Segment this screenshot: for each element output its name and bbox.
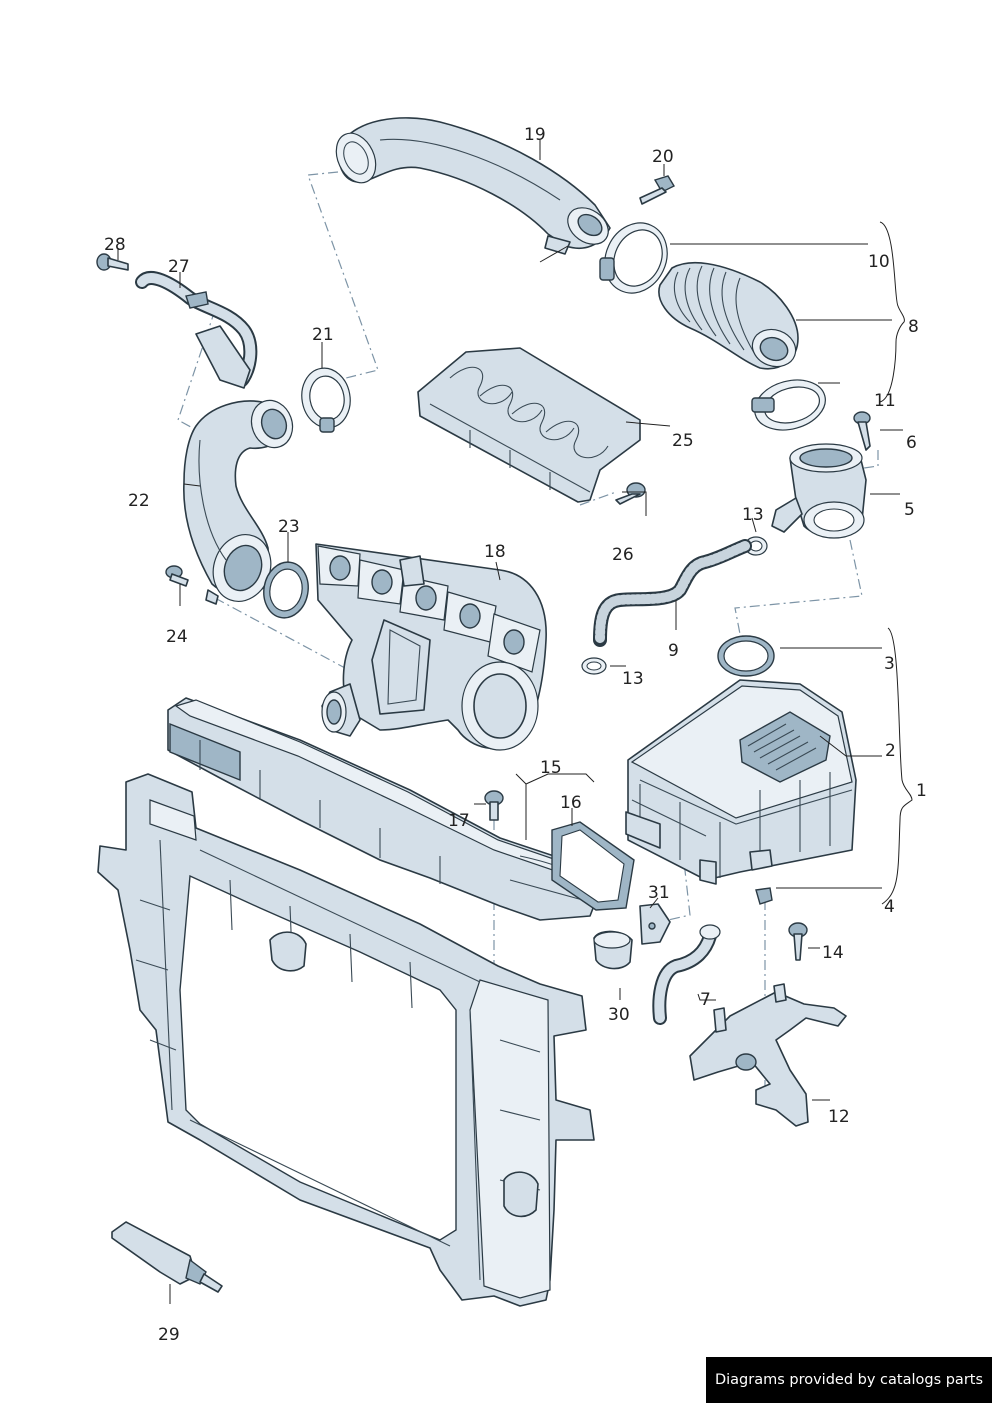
callout-1: 1 <box>916 781 927 801</box>
callout-12: 12 <box>828 1107 850 1127</box>
callout-2: 2 <box>885 741 896 761</box>
part-20-bolt <box>639 175 675 205</box>
part-6-bolt <box>853 411 871 451</box>
callout-27: 27 <box>168 257 190 277</box>
callout-17: 17 <box>448 811 470 831</box>
callout-15: 15 <box>540 758 562 778</box>
front-end-carrier <box>97 773 595 1307</box>
callout-13-lower: 13 <box>622 669 644 689</box>
part-27-pipe <box>135 271 258 389</box>
part-13-clamp-upper <box>744 536 768 556</box>
part-10-hose-clamp <box>599 222 668 294</box>
part-8-bellows-hose <box>658 262 799 370</box>
part-11-hose-clamp <box>751 379 826 431</box>
part-31-bracket <box>639 903 671 945</box>
callout-20: 20 <box>652 147 674 167</box>
part-30-clip <box>593 930 633 970</box>
callout-leaders <box>117 140 913 1304</box>
callout-22: 22 <box>128 491 150 511</box>
callout-10: 10 <box>868 252 890 272</box>
callout-16: 16 <box>560 793 582 813</box>
part-21-clamp <box>301 367 351 433</box>
part-7-drain-hose <box>652 924 721 1025</box>
part-12-bracket <box>689 983 847 1127</box>
part-18-turbocharger-manifold <box>315 543 547 751</box>
part-24-bolt <box>165 565 189 587</box>
callout-4: 4 <box>884 897 895 917</box>
callout-18: 18 <box>484 542 506 562</box>
callout-31: 31 <box>648 883 670 903</box>
part-5-inlet-connector <box>771 443 867 539</box>
callout-26: 26 <box>612 545 634 565</box>
part-19-charge-pipe <box>335 117 611 263</box>
part-9-breather-hose <box>593 539 752 647</box>
part-29-sealant-tube <box>111 1221 223 1293</box>
callout-21: 21 <box>312 325 334 345</box>
callout-6: 6 <box>906 433 917 453</box>
part-13-clamp-lower <box>581 657 607 675</box>
callout-13-upper: 13 <box>742 505 764 525</box>
callout-14: 14 <box>822 943 844 963</box>
part-15-air-duct <box>167 697 601 921</box>
part-1-air-filter-housing <box>625 679 857 885</box>
callout-24: 24 <box>166 627 188 647</box>
callout-19: 19 <box>524 125 546 145</box>
callout-7: 7 <box>700 990 711 1010</box>
callout-29: 29 <box>158 1325 180 1345</box>
callout-30: 30 <box>608 1005 630 1025</box>
callout-8: 8 <box>908 317 919 337</box>
part-4-grommet <box>755 887 773 905</box>
part-28-bolt <box>96 253 129 271</box>
part-14-bolt <box>788 922 808 961</box>
part-16-duct-seal <box>551 821 635 911</box>
part-3-o-ring <box>717 635 775 677</box>
callout-9: 9 <box>668 641 679 661</box>
callout-23: 23 <box>278 517 300 537</box>
credit-banner: Diagrams provided by catalogs parts <box>706 1357 992 1403</box>
part-17-bolt <box>484 790 504 821</box>
part-25-heat-shield <box>417 347 641 503</box>
callout-5: 5 <box>904 500 915 520</box>
callout-3: 3 <box>884 654 895 674</box>
part-22-elbow-pipe <box>183 399 294 605</box>
callout-25: 25 <box>672 431 694 451</box>
callout-11: 11 <box>874 391 896 411</box>
callout-numbers: 1 2 3 4 5 6 7 8 9 10 11 12 13 13 14 15 1… <box>104 125 927 1345</box>
part-23-seal <box>263 561 309 619</box>
callout-28: 28 <box>104 235 126 255</box>
part-26-bolt <box>615 482 646 505</box>
